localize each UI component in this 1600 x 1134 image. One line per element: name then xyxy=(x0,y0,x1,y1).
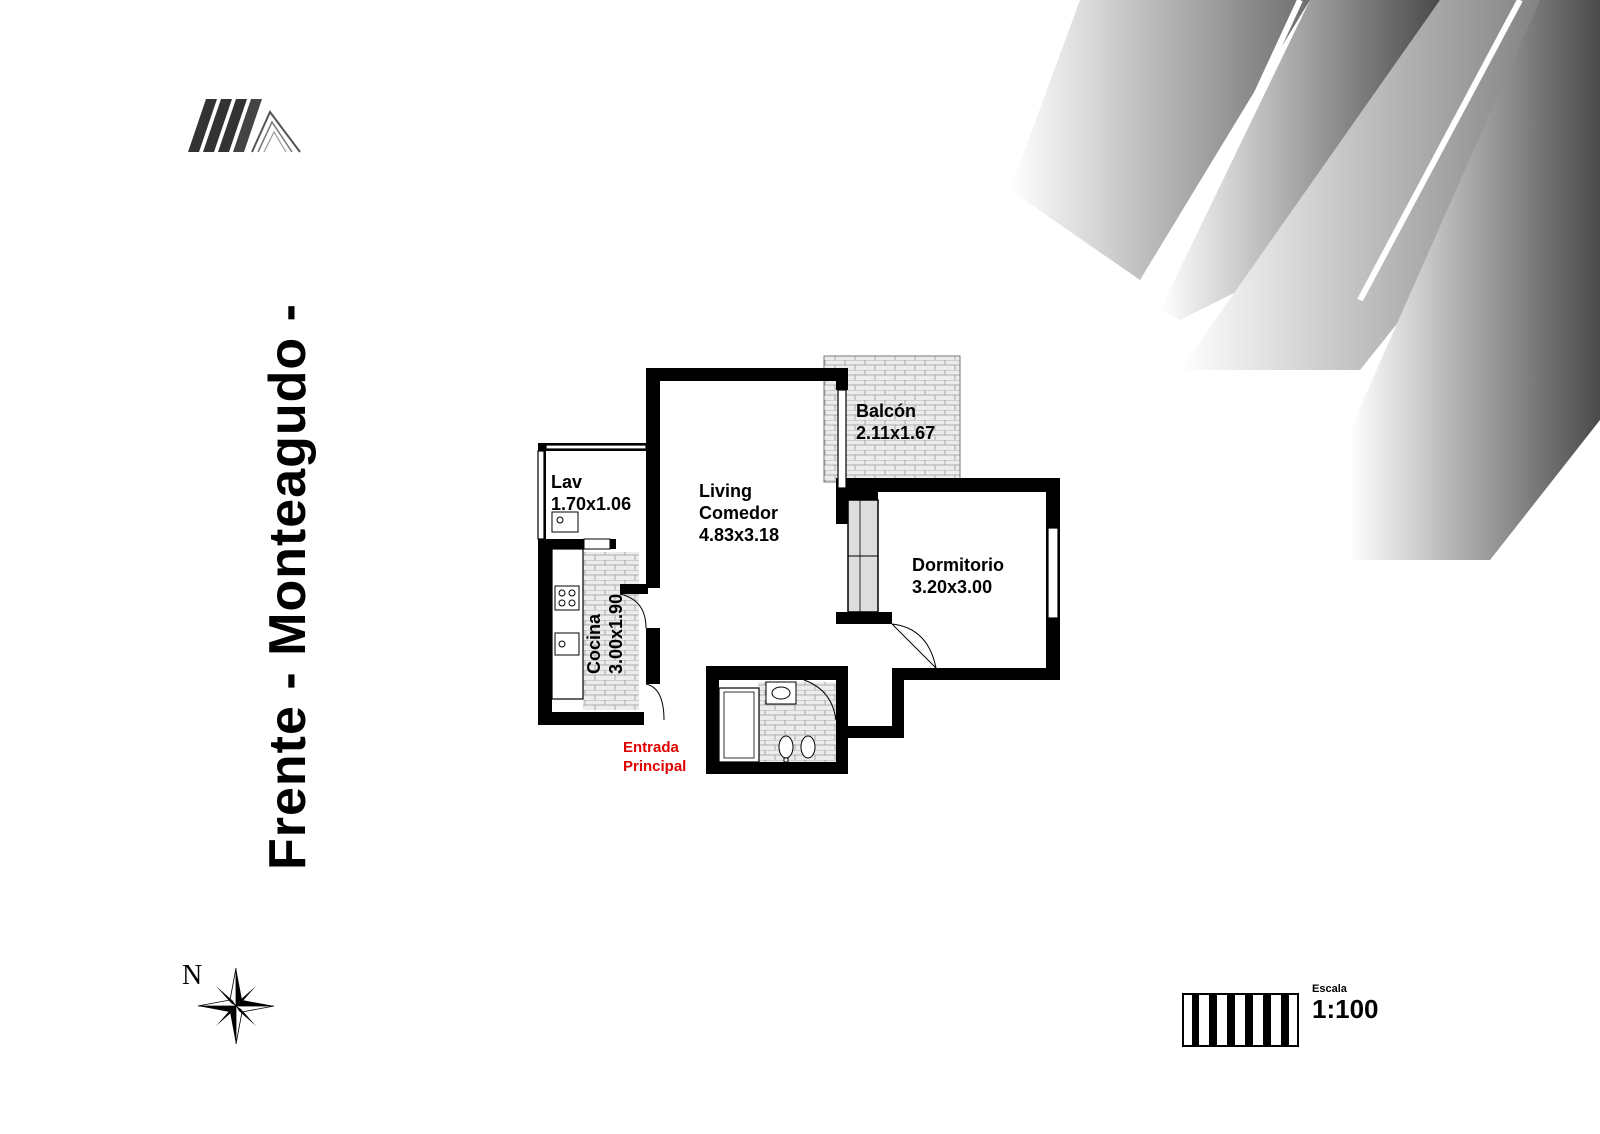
door-swings xyxy=(619,593,937,721)
room-name: Dormitorio xyxy=(912,555,1004,575)
room-size: 3.00x1.90 xyxy=(606,593,626,674)
room-label-lav: Lav 1.70x1.06 xyxy=(551,471,631,515)
entrance-line2: Principal xyxy=(623,758,687,775)
scale-value: 1:100 xyxy=(1312,994,1379,1024)
kitchen-counter xyxy=(551,538,611,700)
room-size: 4.83x3.18 xyxy=(699,525,780,545)
room-label-cocina: Cocina 3.00x1.90 xyxy=(583,594,627,674)
company-logo xyxy=(188,99,301,153)
room-size: 1.70x1.06 xyxy=(551,494,632,514)
north-label: N xyxy=(182,960,203,991)
scale-bar xyxy=(1182,993,1299,1047)
room-size: 2.11x1.67 xyxy=(856,423,936,443)
entrance-line1: Entrada xyxy=(623,739,679,756)
room-name: Lav xyxy=(551,472,583,492)
bathroom-fixtures xyxy=(718,681,816,763)
laundry-sink xyxy=(551,511,579,533)
room-name-line2: Comedor xyxy=(699,503,779,523)
room-size: 3.20x3.00 xyxy=(912,577,993,597)
room-label-dormitorio: Dormitorio 3.20x3.00 xyxy=(912,554,1004,598)
entrance-label: Entrada Principal xyxy=(623,738,686,776)
compass-rose-icon xyxy=(197,967,275,1045)
room-name: Cocina xyxy=(584,613,604,674)
room-name-line1: Living xyxy=(699,481,752,501)
room-label-balcon: Balcón 2.11x1.67 xyxy=(856,400,935,444)
page-title: Frente - Monteagudo - xyxy=(259,303,317,870)
windows xyxy=(537,389,1059,619)
room-label-living: Living Comedor 4.83x3.18 xyxy=(699,480,779,546)
closet xyxy=(847,499,879,613)
decorative-stripes xyxy=(1010,0,1600,560)
kitchen-floor xyxy=(583,552,639,710)
scale-label: Escala xyxy=(1312,983,1347,995)
room-name: Balcón xyxy=(856,401,917,421)
